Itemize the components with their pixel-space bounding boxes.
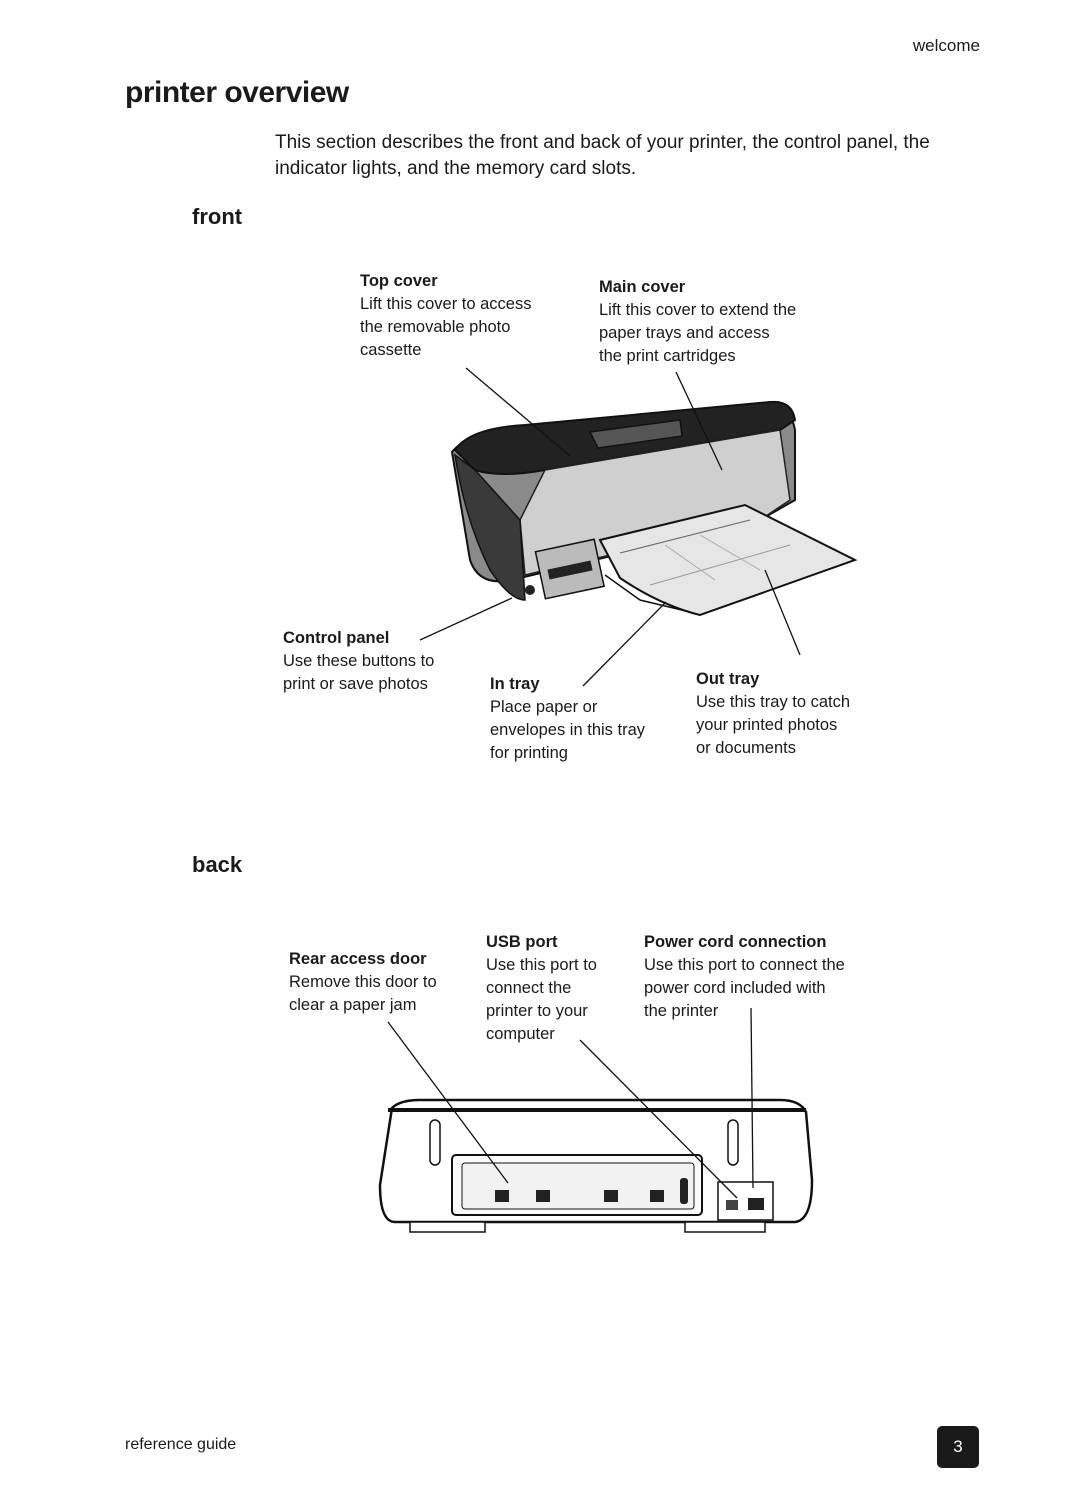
footer-doc-label: reference guide xyxy=(125,1436,237,1453)
callout-title: Out tray xyxy=(696,670,760,688)
callout-description: Lift this cover to extend the paper tray… xyxy=(599,301,797,365)
callout-title: Control panel xyxy=(283,629,390,647)
callout-description: Use this tray to catch your printed phot… xyxy=(696,693,851,757)
callout-description: Use these buttons to print or save photo… xyxy=(283,652,435,693)
intro-paragraph: This section describes the front and bac… xyxy=(275,132,930,179)
callout-rear-access-door: Rear access door Remove this door to cle… xyxy=(289,948,437,1017)
callout-control-panel: Control panel Use these buttons to print… xyxy=(283,627,434,696)
callout-title: Power cord connection xyxy=(644,933,827,951)
callout-title: Top cover xyxy=(360,272,438,290)
callout-description: Use this port to connect the printer to … xyxy=(486,956,597,1043)
front-heading: front xyxy=(192,204,243,229)
back-heading: back xyxy=(192,852,243,877)
section-header: welcome xyxy=(912,36,980,55)
back-printer-illustration xyxy=(378,1098,814,1233)
callout-in-tray: In tray Place paper or envelopes in this… xyxy=(490,673,645,765)
callout-title: Main cover xyxy=(599,278,686,296)
callout-title: Rear access door xyxy=(289,950,427,968)
page-title: printer overview xyxy=(125,76,349,109)
callout-title: USB port xyxy=(486,933,558,951)
callout-description: Remove this door to clear a paper jam xyxy=(289,973,437,1014)
callout-out-tray: Out tray Use this tray to catch your pri… xyxy=(696,668,850,760)
page-number: 3 xyxy=(937,1426,979,1468)
front-printer-illustration xyxy=(450,400,858,617)
callout-top-cover: Top cover Lift this cover to access the … xyxy=(360,270,532,362)
callout-title: In tray xyxy=(490,675,540,693)
callout-usb-port: USB port Use this port to connect the pr… xyxy=(486,931,597,1046)
callout-description: Use this port to connect the power cord … xyxy=(644,956,845,1020)
callout-description: Lift this cover to access the removable … xyxy=(360,295,532,359)
callout-main-cover: Main cover Lift this cover to extend the… xyxy=(599,276,796,368)
callout-power-cord: Power cord connection Use this port to c… xyxy=(644,931,845,1023)
callout-description: Place paper or envelopes in this tray fo… xyxy=(490,698,646,762)
